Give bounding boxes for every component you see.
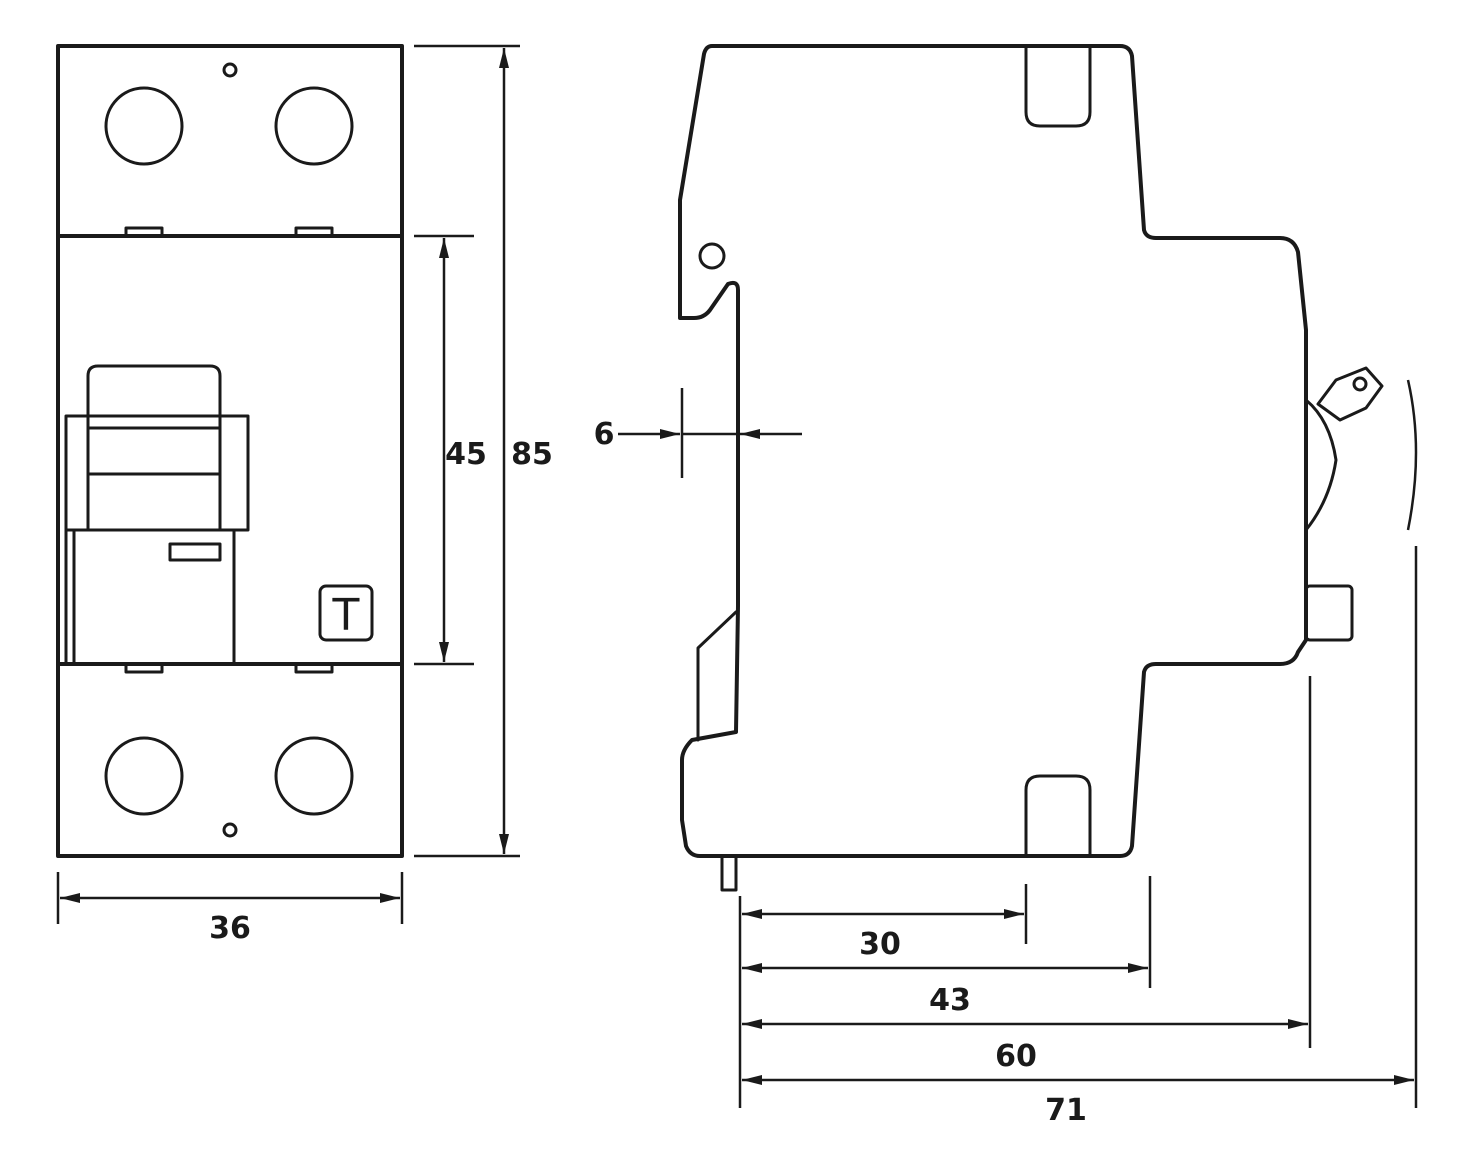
lever-handle [86, 364, 222, 532]
clip-bottom-right [294, 662, 334, 674]
status-window [168, 542, 222, 562]
din-clip [696, 610, 738, 742]
dimension-total-height: 85 [414, 44, 553, 858]
dim-label-45: 45 [445, 437, 487, 472]
dim-label-60: 60 [995, 1039, 1037, 1074]
terminal-top-left [104, 86, 184, 166]
side-outline [678, 44, 1308, 858]
test-button-frame [318, 584, 374, 642]
side-hole [698, 242, 726, 270]
lever-arc [1406, 379, 1418, 531]
test-button-label: T [332, 590, 360, 641]
dim-label-30: 30 [859, 927, 901, 962]
dim-label-6: 6 [594, 417, 615, 452]
terminal-bottom-left [104, 736, 184, 816]
screw-hole-bottom [222, 822, 238, 838]
front-outline [56, 44, 404, 858]
slot-bottom [1024, 774, 1092, 858]
side-lever [1304, 366, 1418, 532]
dim-label-36: 36 [209, 911, 251, 946]
front-view: T [56, 44, 404, 858]
dimension-depths: 30 43 60 71 [738, 546, 1418, 1128]
lever-base [64, 528, 236, 666]
screw-hole-top [222, 62, 238, 78]
slot-top [1024, 44, 1092, 128]
toggle-lever [64, 364, 250, 666]
clip-top-right [294, 226, 334, 238]
dimension-front-width: 36 [56, 872, 404, 946]
clip-top-left [124, 226, 164, 238]
dim-label-71: 71 [1045, 1093, 1087, 1128]
terminal-top-right [274, 86, 354, 166]
lever-tip [1316, 366, 1384, 422]
dim-label-85: 85 [511, 437, 553, 472]
side-test-button [1304, 584, 1354, 642]
side-view [678, 44, 1418, 892]
terminal-bottom-right [274, 736, 354, 816]
dim-label-43: 43 [929, 983, 971, 1018]
dimension-face-height: 45 [414, 234, 487, 666]
clip-tab [720, 854, 738, 892]
test-button: T [318, 584, 374, 642]
dimension-rail-thickness: 6 [594, 388, 802, 478]
